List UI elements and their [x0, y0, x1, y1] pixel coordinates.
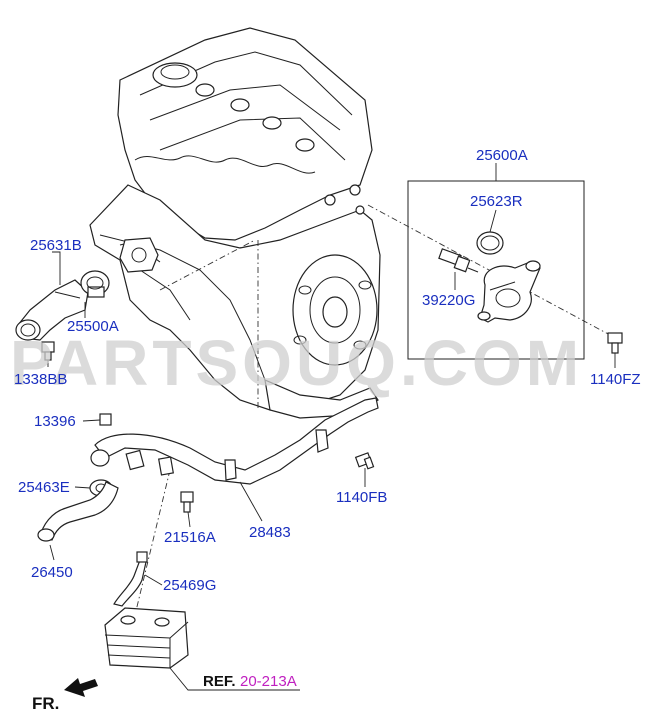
hose-25469G[interactable]: [113, 559, 147, 607]
bolt-21516A[interactable]: [180, 491, 194, 513]
bolt-1140FB[interactable]: [354, 452, 375, 470]
centerline-cooler: [134, 469, 171, 616]
nut-13396[interactable]: [99, 413, 112, 426]
temperature-sensor[interactable]: [438, 248, 479, 273]
front-arrow-icon: [64, 678, 98, 697]
callout-25600A[interactable]: 25600A: [476, 147, 528, 164]
callout-25500A[interactable]: 25500A: [67, 318, 119, 335]
leader-lines: [47, 163, 616, 691]
callout-25463E[interactable]: 25463E: [18, 479, 70, 496]
callout-1140FB[interactable]: 1140FB: [336, 489, 387, 506]
callout-25631B[interactable]: 25631B: [30, 237, 82, 254]
callout-13396[interactable]: 13396: [34, 413, 76, 430]
callout-26450[interactable]: 26450: [31, 564, 73, 581]
front-indicator: FR.: [32, 678, 98, 713]
reference-link[interactable]: 20-213A: [240, 673, 297, 690]
water-outlet-fitting[interactable]: [477, 260, 541, 323]
thermostat[interactable]: [80, 270, 110, 298]
callout-1140FZ[interactable]: 1140FZ: [590, 371, 641, 388]
callout-21516A[interactable]: 21516A: [164, 529, 216, 546]
reference-prefix: REF.: [203, 673, 236, 690]
engine-block: [89, 27, 381, 419]
bolt-1338BB[interactable]: [41, 341, 55, 361]
callout-28483[interactable]: 28483: [249, 524, 291, 541]
callout-25623R[interactable]: 25623R: [470, 193, 523, 210]
centerline-thermostat: [159, 239, 256, 291]
watermark: PARTSOUQ.COM: [10, 327, 583, 399]
oil-cooler[interactable]: [104, 607, 189, 669]
water-pipe[interactable]: [90, 397, 379, 485]
callout-1338BB[interactable]: 1338BB: [14, 371, 67, 388]
callout-25469G[interactable]: 25469G: [163, 577, 216, 594]
bolt-1140FZ[interactable]: [607, 332, 623, 354]
callout-39220G[interactable]: 39220G: [422, 292, 475, 309]
front-label: FR.: [32, 694, 59, 713]
thermostat-housing[interactable]: [15, 279, 89, 341]
